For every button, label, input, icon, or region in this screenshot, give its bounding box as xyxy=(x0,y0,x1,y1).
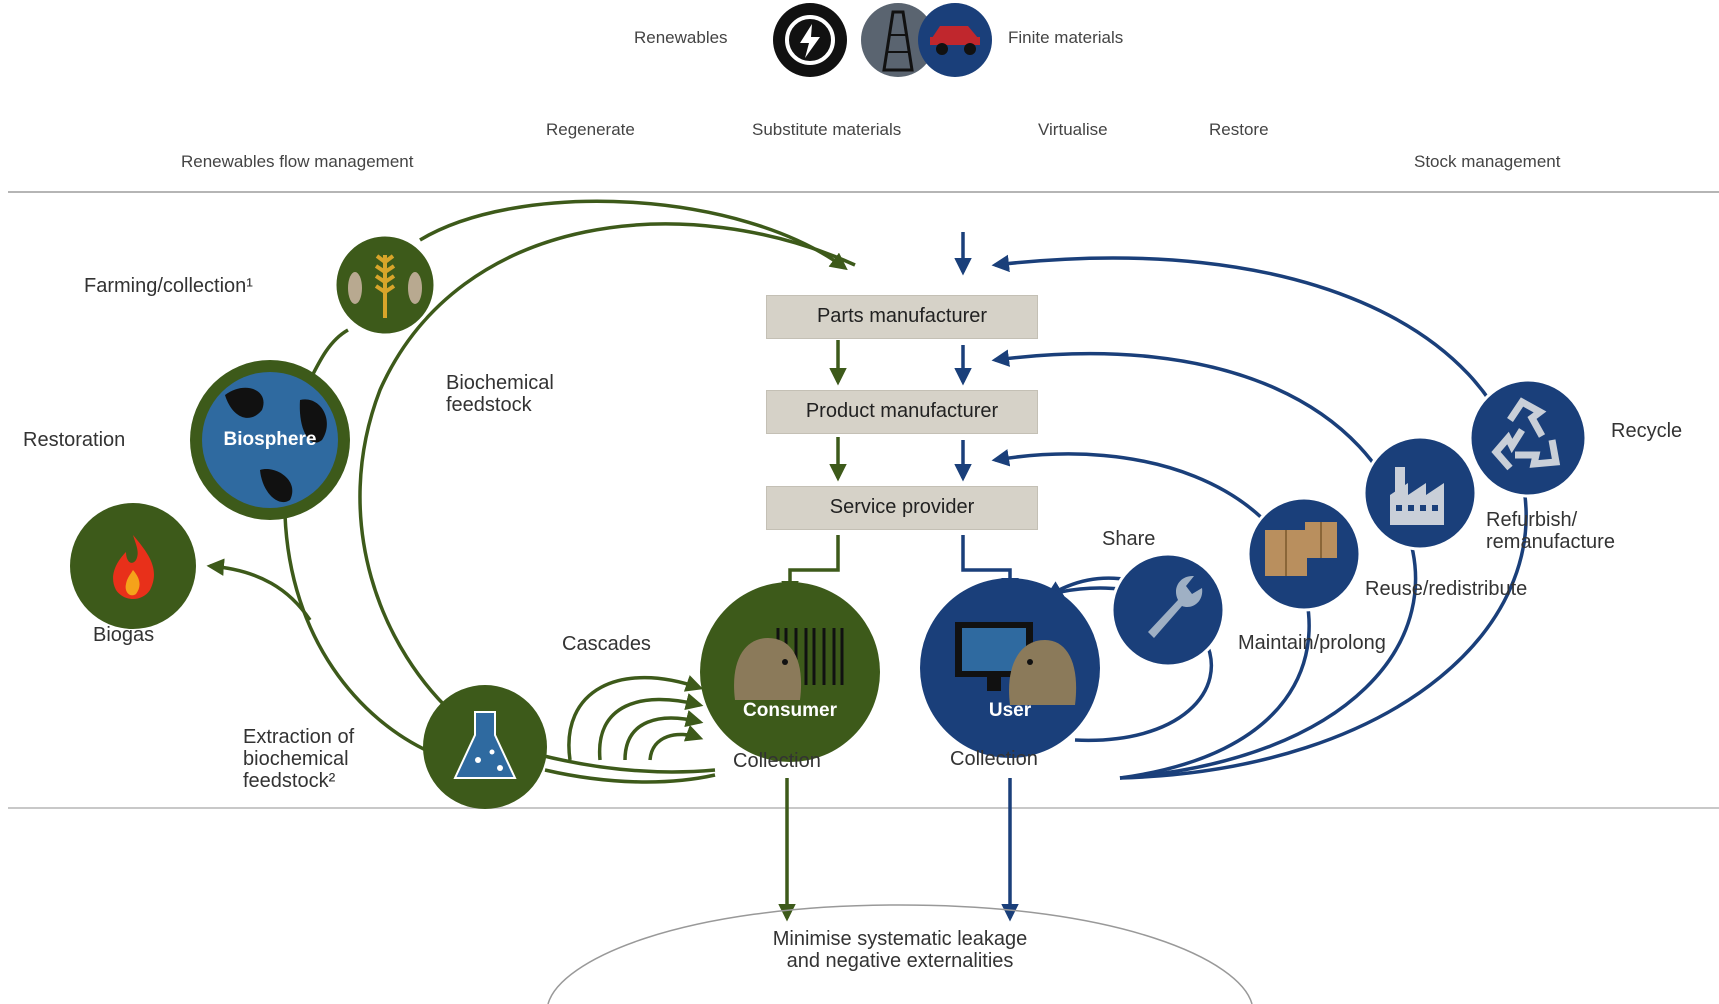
maintain-label: Maintain/prolong xyxy=(1238,632,1386,654)
legend-renewables-label: Renewables xyxy=(634,28,728,47)
leakage-label: Minimise systematic leakage and negative… xyxy=(772,928,1028,972)
user-label: User xyxy=(988,700,1032,721)
mining-truck-icon xyxy=(918,3,992,77)
stock-management-label: Stock management xyxy=(1414,152,1561,171)
recycle-label: Recycle xyxy=(1611,420,1683,442)
share-label: Share xyxy=(1102,528,1156,550)
recycle-icon xyxy=(1468,378,1588,498)
biosphere-extraction-link xyxy=(283,514,431,754)
biochemical-feedstock-loop xyxy=(358,222,856,722)
farming-biosphere-link xyxy=(308,328,349,381)
biosphere-globe xyxy=(190,360,350,520)
product-manufacturer-box: Product manufacturer xyxy=(766,390,1038,434)
extraction-label: Extraction of biochemical feedstock² xyxy=(243,726,355,792)
biogas-label: Biogas xyxy=(93,624,155,646)
user-icon xyxy=(920,578,1100,758)
extraction-collection-link-1 xyxy=(539,753,716,774)
boxes-icon xyxy=(1246,496,1362,612)
cascade-arc-3 xyxy=(623,710,704,761)
cascades-label: Cascades xyxy=(562,633,651,655)
biosphere-label: Biosphere xyxy=(223,429,317,450)
factory-icon xyxy=(1362,435,1478,551)
extraction-collection-link-2 xyxy=(544,768,716,784)
cascade-arc-4 xyxy=(648,724,704,761)
farming-to-parts-arrow xyxy=(419,199,848,271)
restore-label: Restore xyxy=(1209,120,1269,139)
farming-label: Farming/collection¹ xyxy=(84,275,253,297)
cascade-arc-2 xyxy=(597,693,704,761)
consumer-icon xyxy=(700,582,880,762)
substitute-label: Substitute materials xyxy=(752,120,902,139)
consumer-label: Consumer xyxy=(743,700,837,721)
biogas-flame-icon xyxy=(70,503,196,629)
parts-manufacturer-box: Parts manufacturer xyxy=(766,295,1038,339)
blue-flows xyxy=(954,232,1528,922)
leakage-ellipse xyxy=(547,904,1253,1004)
green-flows xyxy=(206,199,856,922)
legend-finite-label: Finite materials xyxy=(1008,28,1124,47)
virtualise-label: Virtualise xyxy=(1038,120,1108,139)
farming-icon xyxy=(333,233,437,337)
biochemical-feedstock-label: Biochemical feedstock xyxy=(446,372,554,416)
restoration-label: Restoration xyxy=(23,429,126,451)
cascade-arc-1 xyxy=(567,675,704,761)
wrench-icon xyxy=(1110,552,1226,668)
consumer-collection-label: Collection xyxy=(733,750,821,772)
regenerate-label: Regenerate xyxy=(546,120,635,139)
renewables-icon xyxy=(773,3,847,77)
biogas-arrow xyxy=(206,558,312,621)
flask-icon xyxy=(423,685,547,809)
refurbish-label: Refurbish/ remanufacture xyxy=(1486,509,1615,553)
user-collection-label: Collection xyxy=(950,748,1038,770)
reuse-label: Reuse/redistribute xyxy=(1365,578,1528,600)
service-provider-box: Service provider xyxy=(766,486,1038,530)
renewables-flow-label: Renewables flow management xyxy=(181,152,414,171)
oil-rig-icon xyxy=(861,3,935,77)
